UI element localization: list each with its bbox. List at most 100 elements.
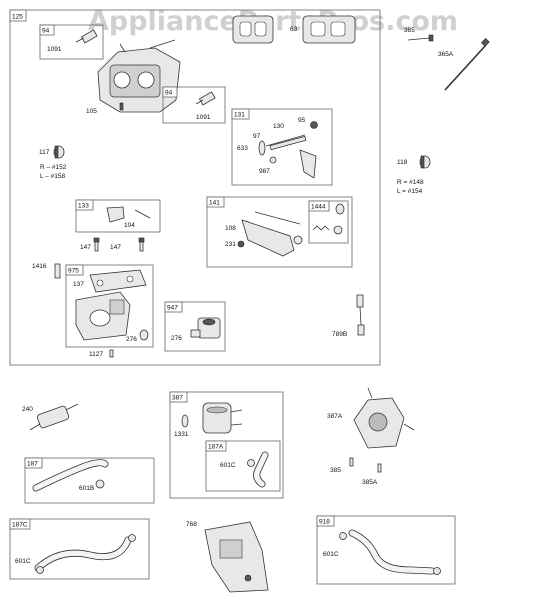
svg-text:L – #158: L – #158 [40,173,65,180]
clamp-icon [36,534,136,574]
carburetor-icon [97,39,181,113]
fuel-pump-icon [202,402,243,434]
screw-icon [419,155,431,169]
svg-text:108: 108 [225,225,236,232]
screw-icon [53,145,65,159]
svg-text:365A: 365A [438,51,454,58]
svg-text:789B: 789B [332,331,347,338]
svg-text:94: 94 [42,28,50,35]
svg-text:385: 385 [330,467,341,474]
group-94b: 94 1091 [162,86,226,124]
svg-text:131: 131 [234,112,245,119]
group-975: 975 137 276 [65,264,154,348]
svg-text:276: 276 [171,335,182,342]
svg-text:1091: 1091 [47,46,62,53]
svg-text:387A: 387A [327,413,343,420]
svg-text:97: 97 [253,133,261,140]
fuel-hose-icon [253,451,269,488]
svg-text:104: 104 [124,222,135,229]
svg-text:601C: 601C [15,558,31,565]
svg-text:633: 633 [237,145,248,152]
svg-text:R – #152: R – #152 [40,164,67,171]
bracket-icon [204,521,269,593]
svg-text:137: 137 [73,281,84,288]
bracket-icon [106,206,151,223]
svg-text:1091: 1091 [196,114,211,121]
clamp-icon [95,479,105,489]
throttle-shaft-icon [258,121,318,179]
group-94a: 94 1091 [39,24,104,60]
gasket-icon [89,269,147,293]
svg-text:118: 118 [397,159,408,166]
gasket-icon [302,15,356,44]
group-187a: 187A 601C [205,440,281,492]
group-131: 131 130 95 97 633 987 [231,108,333,186]
screw-icon [349,457,382,473]
svg-text:768: 768 [186,521,197,528]
svg-text:987: 987 [259,168,270,175]
group-125-label: 125 [12,14,23,21]
svg-text:133: 133 [78,203,89,210]
fuel-filter-icon [29,403,79,431]
svg-text:601C: 601C [323,551,339,558]
group-187c: 187C 601C [9,518,150,580]
fuel-hose-icon [34,536,132,572]
part-label: 63 [290,26,298,33]
screw-icon [407,34,434,42]
wire-connector-icon [356,294,365,336]
svg-text:1444: 1444 [311,204,326,211]
group-125: 125 [9,9,381,366]
svg-text:L = #154: L = #154 [397,188,423,195]
svg-text:1127: 1127 [89,351,103,358]
svg-text:1416: 1416 [32,263,47,270]
svg-text:187: 187 [27,461,38,468]
svg-text:240: 240 [22,406,33,413]
svg-text:147: 147 [110,244,121,251]
svg-text:95: 95 [298,117,306,124]
clamp-icon [339,532,441,575]
group-918: 918 601C [316,515,456,585]
svg-text:1331: 1331 [174,431,189,438]
screw-icon [109,349,114,358]
fuel-hose-icon [348,529,436,575]
svg-text:147: 147 [80,244,91,251]
svg-text:R = #148: R = #148 [397,179,424,186]
group-141: 141 108 231 1444 [206,196,353,268]
svg-text:231: 231 [225,241,236,248]
screw-icon [54,263,61,279]
group-947: 947 276 [164,301,226,352]
svg-text:601B: 601B [79,485,94,492]
screw-icon [119,102,124,111]
svg-text:141: 141 [209,200,220,207]
svg-text:187C: 187C [12,522,28,529]
group-387: 387 1331 187A 601C [169,391,284,499]
svg-text:947: 947 [167,305,178,312]
screw-icon [93,237,100,252]
screw-icon [444,38,490,91]
screw-icon [138,237,145,252]
fuel-solenoid-icon [190,317,221,339]
screw-icon [195,91,216,106]
carburetor-icon [75,291,131,341]
svg-text:975: 975 [68,268,79,275]
svg-text:187A: 187A [208,444,224,451]
gasket-icon [232,15,274,44]
group-1444: 1444 [308,200,349,244]
svg-text:601C: 601C [220,462,236,469]
svg-text:130: 130 [273,123,284,130]
svg-text:117: 117 [39,149,50,156]
svg-text:105: 105 [86,108,97,115]
svg-text:94: 94 [165,90,173,97]
governor-lever-icon [237,211,303,257]
fuel-hose-icon [32,459,109,492]
svg-text:918: 918 [319,519,330,526]
svg-text:385: 385 [404,27,415,34]
fuel-pump-icon [353,387,415,449]
svg-text:387: 387 [172,395,183,402]
group-187: 187 601B [24,457,155,504]
group-133: 133 104 [75,199,161,233]
svg-text:276: 276 [126,336,137,343]
svg-text:385A: 385A [362,479,378,486]
clamp-icon [247,459,255,467]
